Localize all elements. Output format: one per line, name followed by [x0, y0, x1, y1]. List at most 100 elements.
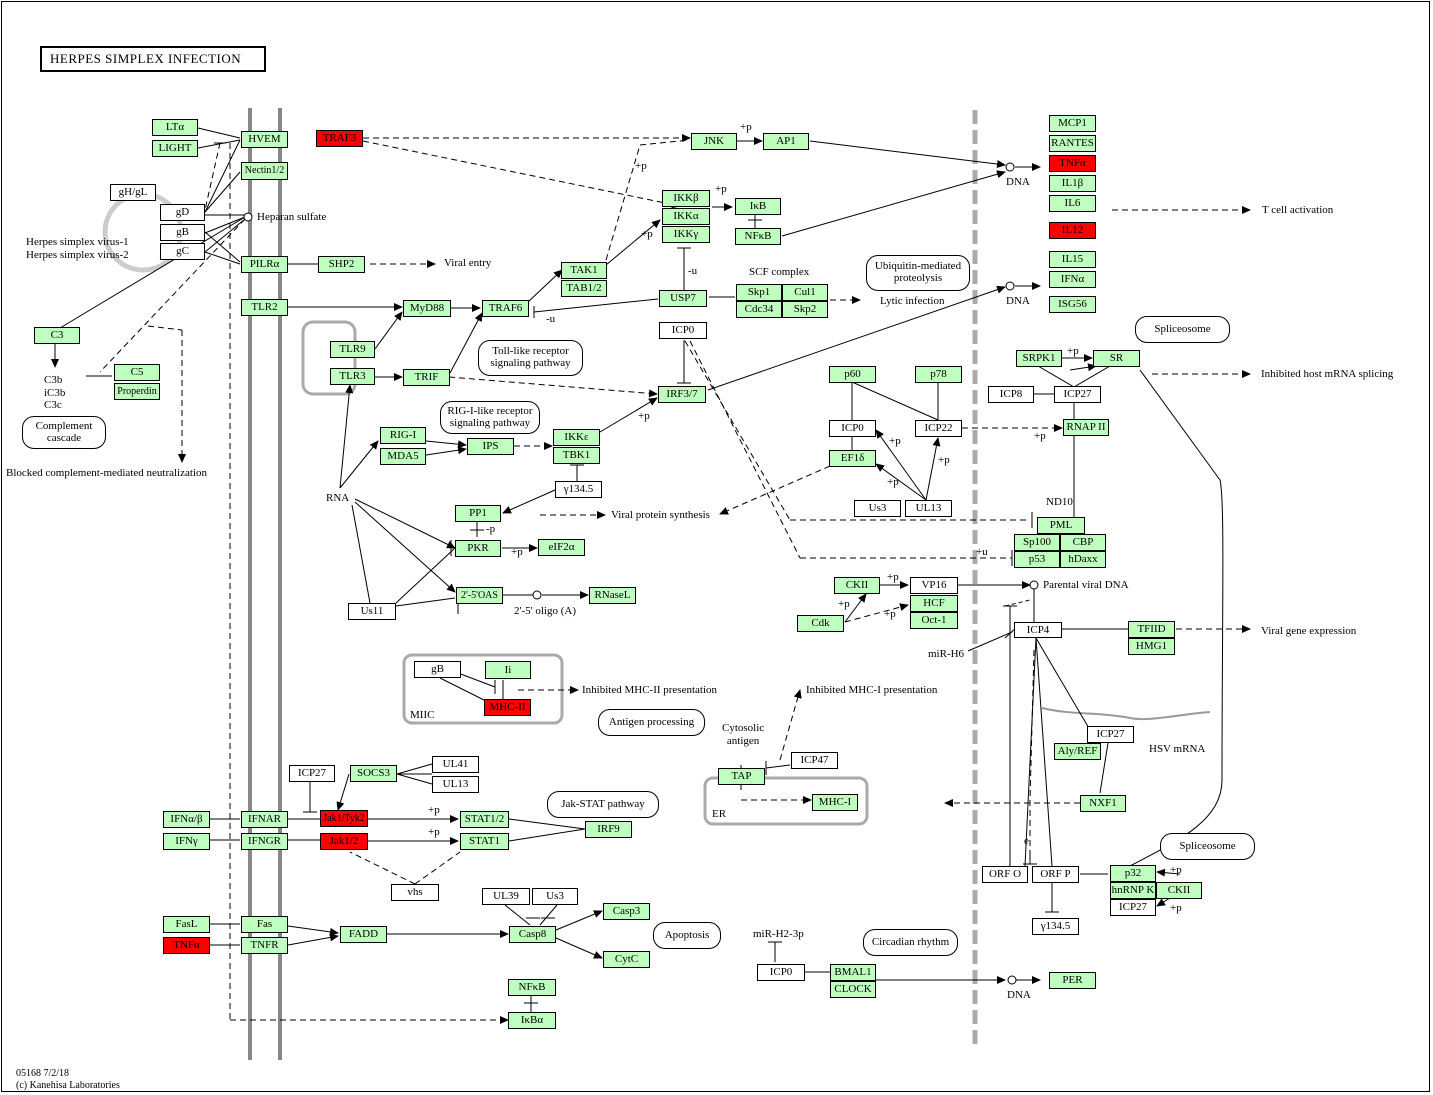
- gene-node-cytc[interactable]: CytC: [603, 951, 650, 968]
- gene-node-ips[interactable]: IPS: [467, 438, 514, 455]
- gene-node-shp2[interactable]: SHP2: [318, 256, 365, 273]
- gene-node-ul13b[interactable]: UL13: [432, 776, 479, 793]
- gene-node-icp27c[interactable]: ICP27: [1110, 899, 1156, 916]
- gene-node-ikkg[interactable]: IKKγ: [662, 226, 710, 243]
- gene-node-jak12[interactable]: Jak1/2: [320, 833, 368, 850]
- gene-node-gc[interactable]: gC: [160, 243, 205, 260]
- gene-node-light[interactable]: LIGHT: [152, 140, 198, 157]
- gene-node-pml[interactable]: PML: [1037, 517, 1085, 534]
- gene-node-per[interactable]: PER: [1049, 972, 1096, 989]
- gene-node-trif[interactable]: TRIF: [403, 369, 450, 386]
- gene-node-us3b[interactable]: Us3: [532, 888, 578, 905]
- gene-node-ghgl[interactable]: gH/gL: [110, 184, 156, 201]
- gene-node-ifng[interactable]: IFNγ: [163, 833, 210, 850]
- gene-node-cul1[interactable]: Cul1: [782, 284, 828, 301]
- pathway-link-antigen[interactable]: Antigen processing: [598, 709, 705, 736]
- gene-node-icp27d[interactable]: ICP27: [289, 765, 335, 782]
- gene-node-orfp[interactable]: ORF P: [1032, 866, 1079, 883]
- gene-node-fadd[interactable]: FADD: [340, 926, 387, 943]
- gene-node-socs3[interactable]: SOCS3: [350, 765, 397, 782]
- gene-node-lta[interactable]: LTα: [152, 119, 198, 136]
- gene-node-cdk[interactable]: Cdk: [797, 615, 844, 632]
- pathway-link-compl[interactable]: Complement cascade: [22, 416, 106, 449]
- gene-node-ikba[interactable]: IκBα: [508, 1012, 556, 1029]
- gene-node-pilra[interactable]: PILRα: [241, 256, 288, 273]
- gene-node-cdc34[interactable]: Cdc34: [736, 301, 782, 318]
- gene-node-icp4[interactable]: ICP4: [1014, 622, 1062, 638]
- gene-node-ckii2[interactable]: CKII: [1156, 882, 1202, 899]
- gene-node-alyref[interactable]: Aly/REF: [1054, 743, 1101, 760]
- gene-node-ap1[interactable]: AP1: [763, 133, 809, 150]
- gene-node-p32[interactable]: p32: [1110, 865, 1156, 882]
- gene-node-tab12[interactable]: TAB1/2: [561, 280, 607, 297]
- gene-node-nfkb2[interactable]: NFκB: [508, 979, 556, 996]
- gene-node-c5[interactable]: C5: [114, 364, 160, 381]
- gene-node-hnrnpk[interactable]: hnRNP K: [1110, 882, 1156, 899]
- gene-node-il6[interactable]: IL6: [1049, 195, 1096, 212]
- gene-node-tap[interactable]: TAP: [718, 768, 765, 785]
- gene-node-oas[interactable]: 2'-5'OAS: [456, 587, 503, 604]
- gene-node-srpk1[interactable]: SRPK1: [1016, 350, 1062, 367]
- gene-node-gb[interactable]: gB: [160, 224, 205, 241]
- pathway-link-rigpath[interactable]: RIG-I-like receptor signaling pathway: [440, 401, 540, 434]
- gene-node-hcf[interactable]: HCF: [910, 595, 958, 612]
- gene-node-ii[interactable]: Ii: [485, 661, 531, 679]
- gene-node-p53[interactable]: p53: [1014, 551, 1060, 568]
- gene-node-properdin[interactable]: Properdin: [114, 383, 160, 400]
- gene-node-sr[interactable]: SR: [1093, 350, 1140, 367]
- gene-node-tnfr[interactable]: TNFR: [241, 937, 288, 954]
- gene-node-oct1[interactable]: Oct-1: [910, 612, 958, 629]
- pathway-link-apopt[interactable]: Apoptosis: [653, 922, 721, 949]
- gene-node-irf9[interactable]: IRF9: [585, 821, 632, 838]
- gene-node-usp7[interactable]: USP7: [659, 290, 707, 307]
- gene-node-g1345a[interactable]: γ134.5: [555, 481, 602, 498]
- gene-node-irf37[interactable]: IRF3/7: [658, 386, 706, 403]
- gene-node-jak1tyk2[interactable]: Jak1/Tyk2: [320, 810, 368, 827]
- pathway-link-ubiq[interactable]: Ubiquitin-mediated proteolysis: [866, 255, 970, 291]
- gene-node-ckii[interactable]: CKII: [834, 577, 880, 594]
- gene-node-us3a[interactable]: Us3: [854, 500, 901, 517]
- gene-node-fas[interactable]: Fas: [241, 916, 288, 933]
- gene-node-ul39[interactable]: UL39: [482, 888, 530, 905]
- gene-node-ifngr[interactable]: IFNGR: [241, 833, 288, 850]
- gene-node-mda5[interactable]: MDA5: [380, 448, 426, 465]
- gene-node-tlr9[interactable]: TLR9: [330, 341, 375, 358]
- pathway-link-jakstat[interactable]: Jak-STAT pathway: [547, 791, 659, 818]
- gene-node-vp16[interactable]: VP16: [910, 577, 958, 594]
- gene-node-ikb[interactable]: IκB: [735, 198, 781, 215]
- gene-node-icp8[interactable]: ICP8: [988, 386, 1034, 403]
- gene-node-tnfa2[interactable]: TNFα: [163, 937, 210, 954]
- gene-node-myd88[interactable]: MyD88: [403, 300, 451, 317]
- gene-node-mhc2[interactable]: MHC-II: [484, 699, 531, 716]
- gene-node-casp8[interactable]: Casp8: [509, 926, 556, 943]
- gene-node-us11[interactable]: Us11: [348, 603, 396, 620]
- gene-node-rigi[interactable]: RIG-I: [380, 427, 426, 444]
- gene-node-icp0c[interactable]: ICP0: [757, 964, 805, 981]
- gene-node-c3[interactable]: C3: [34, 327, 80, 344]
- gene-node-ikkb[interactable]: IKKβ: [662, 190, 710, 207]
- gene-node-g1345b[interactable]: γ134.5: [1032, 918, 1079, 935]
- gene-node-icp0a[interactable]: ICP0: [659, 322, 707, 339]
- gene-node-hvem[interactable]: HVEM: [241, 131, 288, 148]
- gene-node-ul41[interactable]: UL41: [432, 756, 479, 773]
- gene-node-p60[interactable]: p60: [829, 366, 876, 383]
- gene-node-pkr[interactable]: PKR: [455, 540, 501, 557]
- pathway-link-splice2[interactable]: Spliceosome: [1160, 833, 1255, 860]
- gene-node-mhc1[interactable]: MHC-I: [812, 794, 858, 811]
- gene-node-ifna[interactable]: IFNα: [1049, 271, 1096, 288]
- gene-node-nfkb[interactable]: NFκB: [735, 228, 781, 245]
- gene-node-bmal1[interactable]: BMAL1: [830, 964, 876, 981]
- gene-node-icp22[interactable]: ICP22: [915, 420, 962, 437]
- gene-node-traf3[interactable]: TRAF3: [316, 130, 363, 147]
- pathway-link-tlrpath[interactable]: Toll-like receptor signaling pathway: [478, 340, 583, 376]
- gene-node-tfiid[interactable]: TFIID: [1128, 621, 1175, 638]
- gene-node-ul13[interactable]: UL13: [905, 500, 952, 517]
- gene-node-icp47[interactable]: ICP47: [791, 752, 838, 769]
- gene-node-tbk1[interactable]: TBK1: [553, 447, 600, 464]
- gene-node-cbp[interactable]: CBP: [1060, 534, 1106, 551]
- gene-node-vhs[interactable]: vhs: [391, 884, 439, 901]
- gene-node-nectin[interactable]: Nectin1/2: [241, 162, 288, 180]
- gene-node-icp0b[interactable]: ICP0: [829, 420, 876, 437]
- gene-node-fasl[interactable]: FasL: [163, 916, 210, 933]
- gene-node-jnk[interactable]: JNK: [691, 133, 737, 150]
